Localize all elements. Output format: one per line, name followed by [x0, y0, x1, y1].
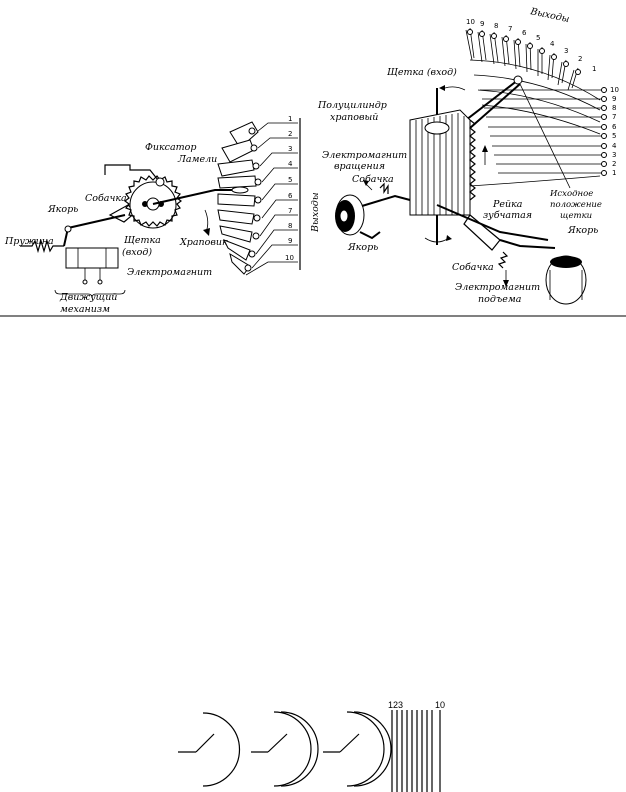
bank-label-end: 10 [435, 700, 445, 710]
svg-text:9: 9 [480, 20, 484, 28]
label-shchetka: Щетка [124, 235, 161, 246]
svg-text:7: 7 [508, 25, 512, 33]
electromagnet-coil [65, 247, 119, 269]
label-shchetka-vkhod: (вход) [122, 247, 152, 258]
label-sobachka-bottom: Собачка [452, 262, 494, 273]
label-yakor-right: Якорь [567, 225, 598, 236]
right-diagram: Выходы Щетка (вход) Полуцилиндр храповый… [317, 6, 619, 305]
armature-lever [63, 214, 126, 247]
label-em-podema: Электромагнит [455, 282, 540, 293]
label-polozhenie: положение [550, 200, 602, 210]
fixator [104, 164, 159, 181]
label-yakor: Якорь [47, 204, 78, 215]
label-polucilindr: Полуцилиндр [317, 100, 387, 111]
svg-text:5: 5 [536, 34, 540, 42]
lamellae [217, 121, 262, 275]
svg-text:8: 8 [612, 104, 616, 112]
bank-label-start: 123 [388, 700, 403, 710]
label-dvizhushchiy: Движущий [59, 292, 117, 303]
label-shchetka-vkhod-right: Щетка (вход) [387, 67, 457, 78]
label-iskhodnoe: Исходное [549, 189, 593, 199]
svg-text:1: 1 [592, 65, 596, 73]
rotation-electromagnet [335, 180, 411, 240]
svg-text:6: 6 [612, 123, 617, 131]
label-vykhody-left: Выходы [310, 192, 321, 233]
label-sobachka-top: Собачка [352, 174, 394, 185]
label-khrapovik: Храповик [179, 237, 228, 248]
svg-text:4: 4 [288, 160, 293, 168]
svg-text:8: 8 [288, 222, 292, 230]
label-fiksator: Фиксатор [145, 142, 196, 153]
label-reyka: Рейка [492, 199, 523, 210]
bottom-figure: 123 10 [178, 700, 445, 792]
svg-text:3: 3 [288, 145, 292, 153]
svg-text:10: 10 [466, 18, 475, 26]
contact-bank-upper [465, 27, 601, 135]
svg-text:1: 1 [288, 115, 292, 123]
svg-text:5: 5 [612, 132, 616, 140]
label-em-vrashcheniya: Электромагнит [322, 150, 407, 161]
brush [152, 189, 235, 205]
svg-text:7: 7 [288, 207, 292, 215]
svg-text:4: 4 [550, 40, 555, 48]
label-vykhody-right: Выходы [528, 6, 570, 25]
switch-symbol-multi [323, 711, 392, 787]
svg-text:5: 5 [288, 176, 292, 184]
svg-text:10: 10 [285, 254, 294, 262]
output-line-bank [391, 710, 441, 792]
ratchet-half-cylinder [409, 88, 488, 245]
armature-pivot [64, 225, 72, 233]
left-diagram: Фиксатор Ламели Собачка Якорь Пружина Ще… [4, 115, 321, 315]
label-podema: подъема [478, 294, 522, 305]
label-yakor-left: Якорь [347, 242, 378, 253]
label-vrashcheniya: вращения [334, 161, 385, 172]
label-pruzhina: Пружина [4, 236, 54, 247]
switch-symbol-double [251, 711, 319, 787]
output-wires [245, 118, 301, 276]
contact-bank-side [469, 87, 607, 187]
svg-text:10: 10 [610, 86, 619, 94]
svg-text:9: 9 [288, 237, 292, 245]
output-numbers-left: 1 2 3 4 5 6 7 8 9 10 [285, 115, 294, 262]
label-lameli: Ламели [177, 154, 217, 165]
svg-text:6: 6 [288, 192, 293, 200]
label-khrapovyy: храповый [330, 112, 378, 123]
label-shchetki: щетки [560, 211, 592, 221]
svg-text:2: 2 [578, 55, 582, 63]
svg-text:3: 3 [612, 151, 616, 159]
label-mekhanizm: механизм [60, 304, 110, 315]
svg-text:2: 2 [288, 130, 292, 138]
svg-text:4: 4 [612, 142, 617, 150]
switch-symbol-single [178, 712, 241, 787]
lift-electromagnet [436, 204, 587, 305]
svg-text:6: 6 [522, 29, 527, 37]
svg-text:8: 8 [494, 22, 498, 30]
output-numbers-top: 10 9 8 7 6 5 4 3 2 1 [466, 18, 596, 73]
spring-icon [20, 238, 64, 254]
svg-text:3: 3 [564, 47, 568, 55]
label-elektromagnit: Электромагнит [127, 267, 212, 278]
svg-text:7: 7 [612, 113, 616, 121]
ratchet-wheel [124, 175, 182, 229]
output-numbers-side: 10 9 8 7 6 5 4 3 2 1 [610, 86, 619, 177]
svg-text:9: 9 [612, 95, 616, 103]
svg-text:2: 2 [612, 160, 616, 168]
label-zubchataya: зубчатая [483, 210, 532, 221]
label-sobachka: Собачка [85, 193, 127, 204]
svg-text:1: 1 [612, 169, 616, 177]
